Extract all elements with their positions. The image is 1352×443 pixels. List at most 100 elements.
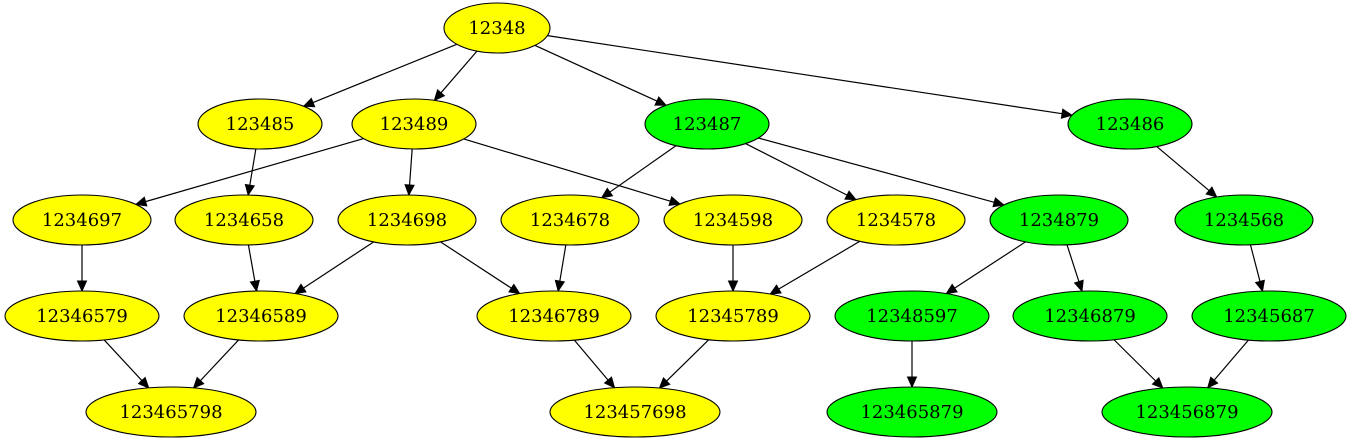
edge-line [1113, 339, 1157, 382]
node-label: 12345789 [687, 306, 779, 327]
node-ellipse [4, 290, 160, 342]
edge-line [199, 339, 240, 382]
node-ellipse [989, 194, 1129, 246]
node-label: 1234698 [367, 210, 447, 231]
node-label: 123486 [1096, 114, 1165, 135]
edge-line [758, 137, 995, 203]
edge-arrow [573, 339, 616, 389]
arrowhead-icon [404, 184, 415, 197]
arrowhead-icon [508, 283, 521, 295]
node-ellipse [351, 98, 477, 150]
node-ellipse [12, 194, 152, 246]
node-ellipse [174, 194, 314, 246]
edge-line [547, 35, 1063, 115]
node-ellipse [197, 98, 323, 150]
edge-arrow [906, 341, 918, 389]
edge-arrow [758, 137, 1006, 208]
edge-arrow [1113, 339, 1164, 389]
node-ellipse [1101, 386, 1273, 438]
graph-node-123485: 123485 [197, 98, 323, 150]
graph-node-1234697: 1234697 [12, 194, 152, 246]
node-ellipse [1174, 194, 1314, 246]
arrowhead-icon [1206, 376, 1219, 389]
node-ellipse [337, 194, 477, 246]
node-label: 123465879 [860, 402, 963, 423]
edge-line [1249, 244, 1261, 282]
edge-line [609, 145, 677, 193]
node-label: 12345687 [1223, 306, 1315, 327]
node-label: 123457698 [583, 402, 686, 423]
arrowhead-icon [1060, 108, 1074, 119]
edge-arrow [600, 145, 677, 199]
edge-line [559, 244, 567, 282]
node-ellipse [183, 290, 339, 342]
graph-node-12346589: 12346589 [183, 290, 339, 342]
arrowhead-icon [992, 197, 1006, 208]
arrowhead-icon [945, 283, 958, 295]
node-label: 1234697 [42, 210, 122, 231]
edge-arrow [534, 44, 668, 106]
graph-node-1234578: 1234578 [826, 194, 966, 246]
arrowhead-icon [137, 376, 150, 389]
edge-arrow [727, 245, 739, 293]
arrowhead-icon [433, 89, 446, 102]
node-label: 123487 [673, 114, 742, 135]
node-ellipse [1191, 290, 1347, 342]
edge-arrow [945, 241, 1026, 295]
graph-node-123489: 123489 [351, 98, 477, 150]
edge-line [534, 44, 658, 102]
arrowhead-icon [134, 196, 148, 207]
arrowhead-icon [668, 195, 682, 207]
arrowhead-icon [603, 376, 616, 389]
node-label: 1234879 [1019, 210, 1099, 231]
edge-arrow [76, 245, 88, 293]
arrowhead-icon [244, 183, 256, 197]
node-label: 12348597 [866, 306, 958, 327]
node-ellipse [826, 194, 966, 246]
edge-line [666, 339, 710, 382]
edge-arrow [244, 148, 257, 197]
graph-node-1234568: 1234568 [1174, 194, 1314, 246]
arrowhead-icon [654, 96, 668, 106]
edge-line [954, 241, 1026, 289]
edge-line [440, 241, 512, 289]
edge-line [440, 50, 478, 94]
node-ellipse [834, 290, 990, 342]
edges-layer [76, 35, 1265, 389]
edge-line [1213, 339, 1249, 381]
arrowhead-icon [1205, 186, 1218, 198]
node-label: 12346589 [215, 306, 307, 327]
edge-arrow [745, 143, 858, 201]
graph-node-1234658: 1234658 [174, 194, 314, 246]
edge-arrow [192, 339, 240, 389]
node-ellipse [826, 386, 998, 438]
edge-arrow [294, 241, 375, 295]
edge-arrow [554, 244, 567, 293]
graph-node-12348597: 12348597 [834, 290, 990, 342]
arrowhead-icon [302, 97, 316, 108]
arrowhead-icon [554, 279, 566, 293]
edge-arrow [1249, 244, 1265, 293]
node-label: 12346789 [508, 306, 600, 327]
edge-line [303, 241, 375, 289]
edge-line [778, 240, 861, 290]
graph-node-12348: 12348 [443, 2, 551, 54]
edge-arrow [134, 137, 364, 207]
arrowhead-icon [600, 187, 614, 199]
arrowhead-icon [76, 280, 88, 293]
edge-arrow [769, 240, 861, 295]
graph-node-12346579: 12346579 [4, 290, 160, 342]
edge-arrow [433, 50, 478, 102]
edge-line [408, 148, 413, 186]
arrowhead-icon [1151, 376, 1164, 389]
edge-line [249, 148, 257, 186]
graph-node-1234598: 1234598 [663, 194, 803, 246]
graph-node-12346789: 12346789 [476, 290, 632, 342]
graph-node-1234698: 1234698 [337, 194, 477, 246]
edge-line [1156, 146, 1210, 192]
node-ellipse [443, 2, 551, 54]
edge-line [745, 143, 848, 196]
edge-line [463, 138, 671, 202]
